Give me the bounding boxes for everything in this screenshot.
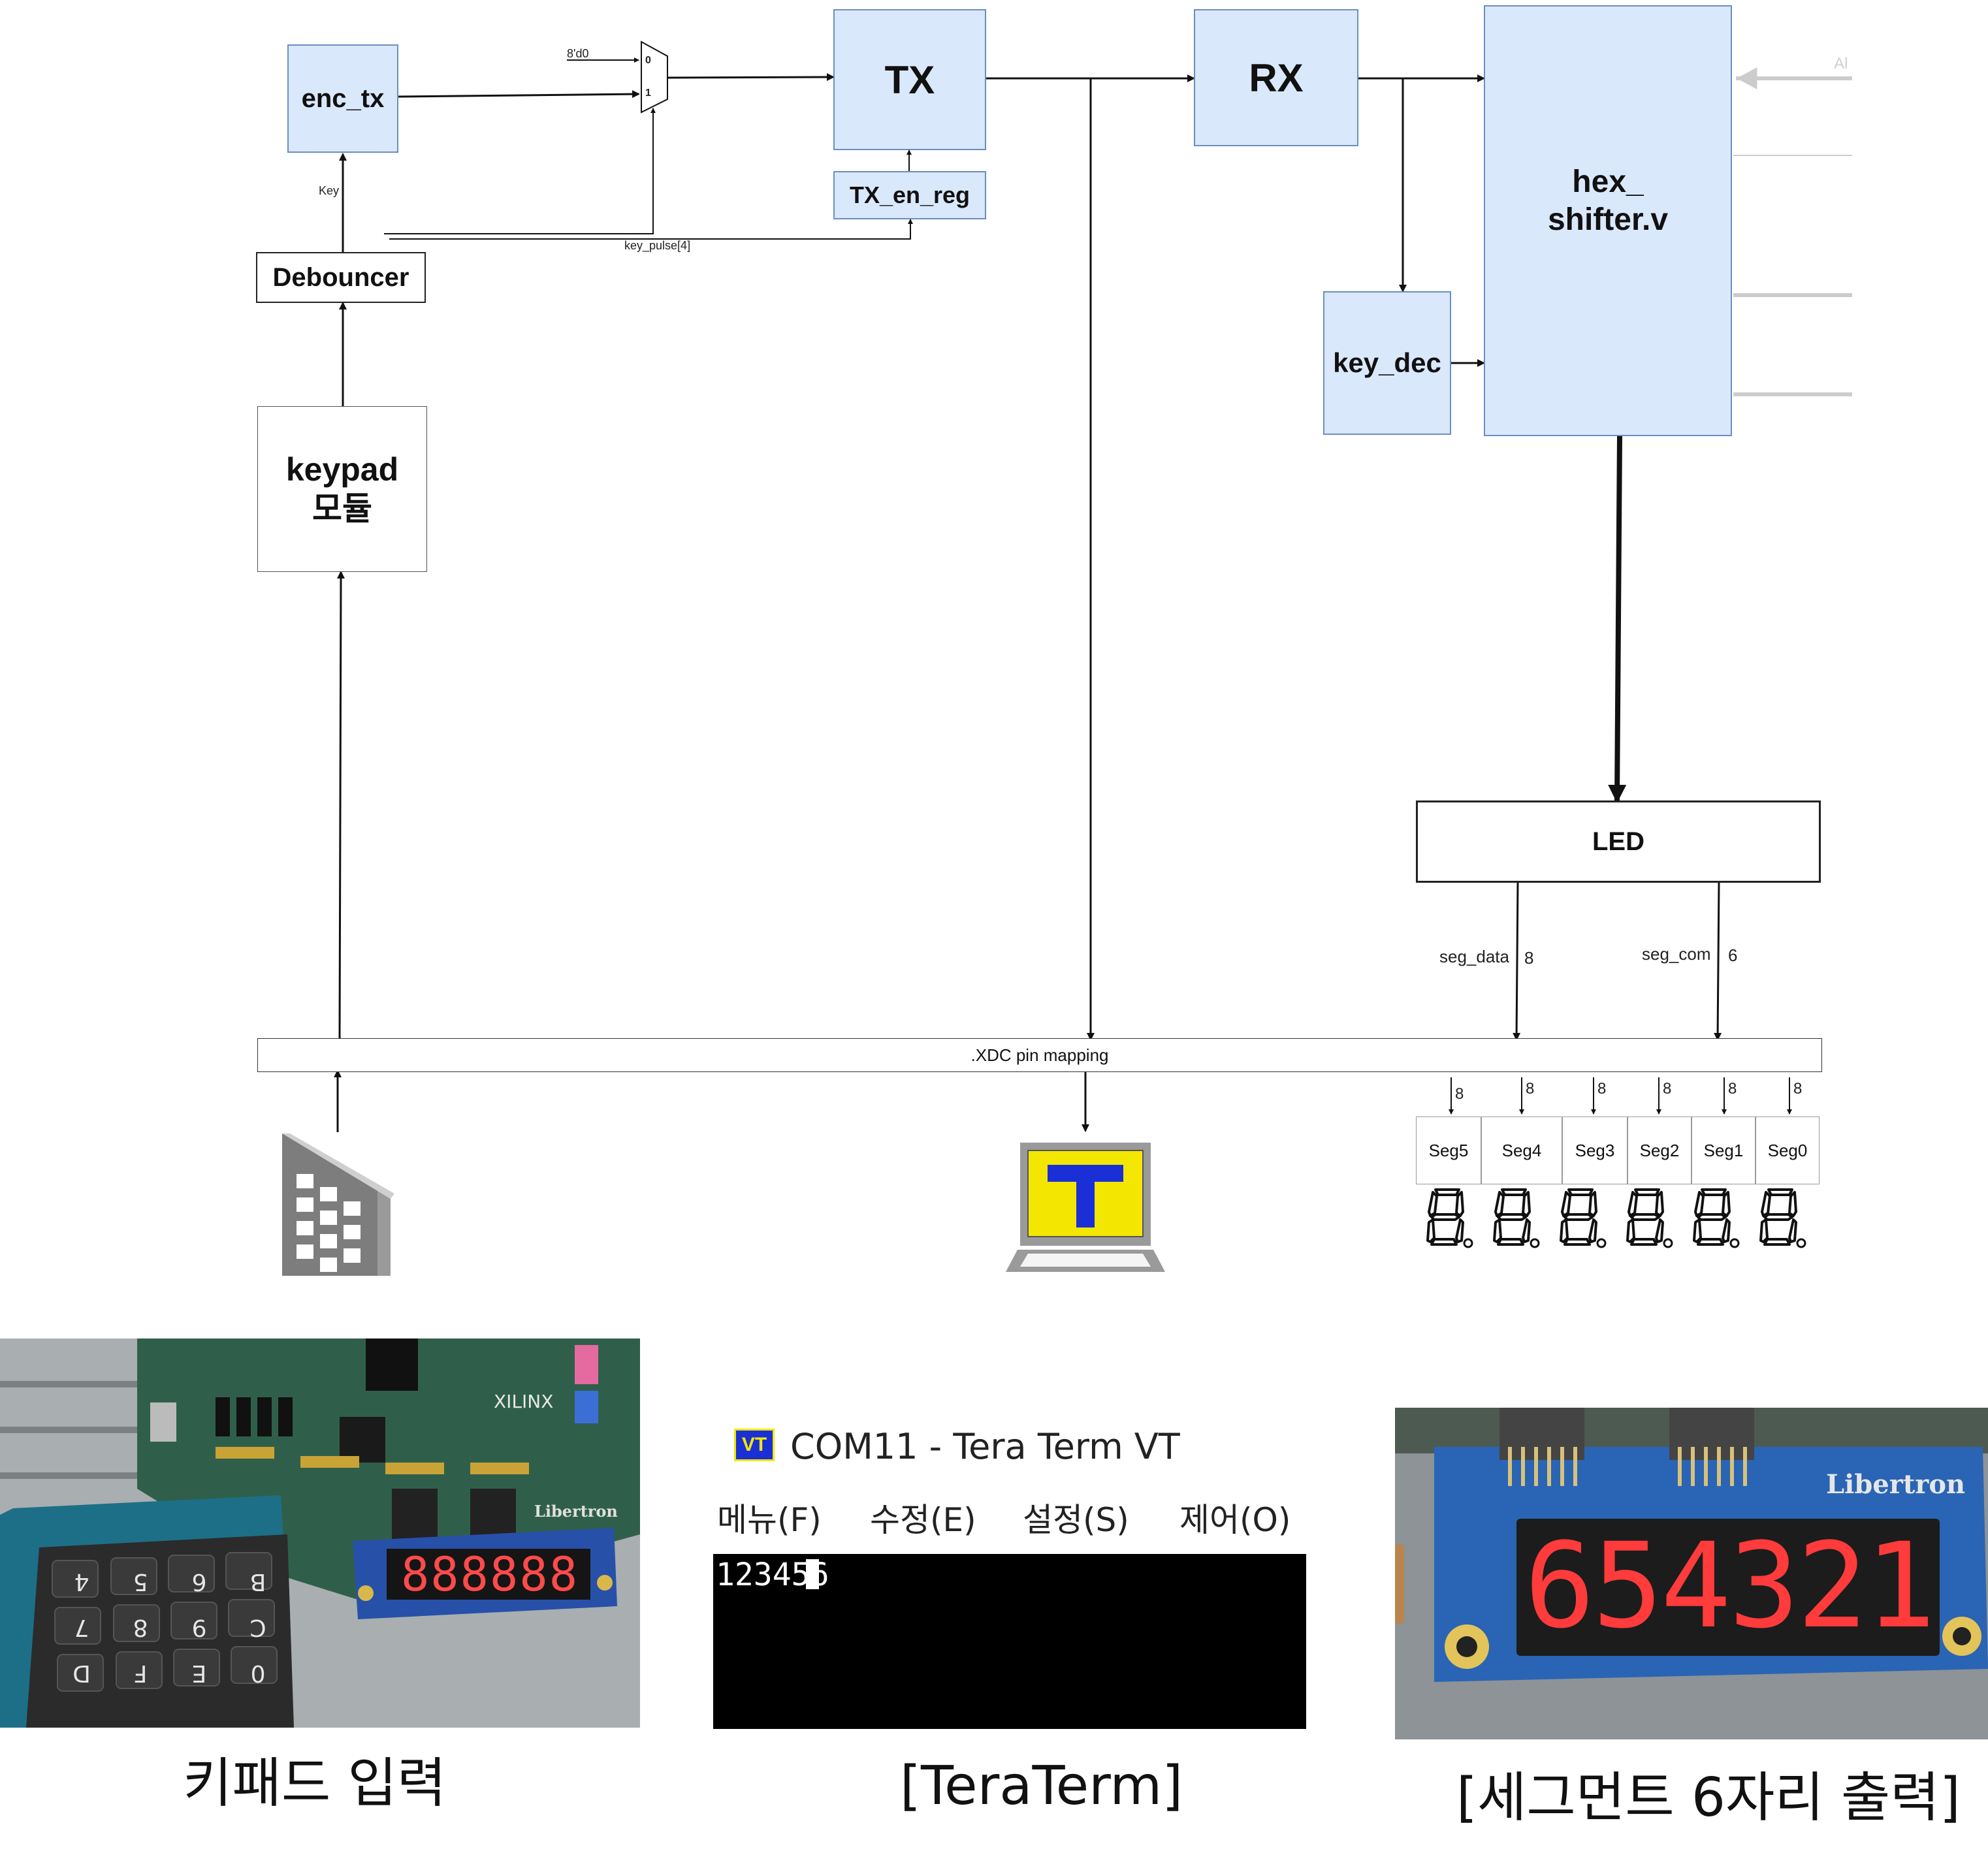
segment-photo-art xyxy=(1395,1408,1988,1739)
hex-shifter-label-line2: shifter.v xyxy=(1547,202,1669,237)
seg1-width: 8 xyxy=(1728,1080,1737,1098)
debouncer-label: Debouncer xyxy=(272,262,409,292)
keypad-module-block: keypad 모듈 xyxy=(257,406,427,572)
seg-data-arrow xyxy=(1513,882,1521,1041)
key-label: 4 xyxy=(74,1568,89,1596)
xdc-pin-mapping-bar: .XDC pin mapping xyxy=(257,1038,1822,1072)
teraterm-menu-setup[interactable]: 설정(S) xyxy=(1023,1501,1129,1539)
tx-block: TX xyxy=(833,9,986,150)
seg-com-width-label: 6 xyxy=(1728,945,1738,965)
key-label: B xyxy=(249,1568,266,1596)
key-dec-block: key_dec xyxy=(1323,291,1451,435)
rx-label: RX xyxy=(1249,55,1304,100)
key-label: 5 xyxy=(133,1568,148,1596)
tx-label: TX xyxy=(884,57,935,102)
board-photo-art xyxy=(0,1338,640,1728)
seven-segment-digits-icon xyxy=(1426,1188,1806,1248)
caption-keypad-input: 키패드 입력 xyxy=(183,1752,447,1814)
mux-input1-label: 1 xyxy=(645,87,651,99)
enc-to-mux-arrow xyxy=(398,90,640,99)
diagram-connections xyxy=(334,40,1852,1132)
debouncer-to-txen xyxy=(389,219,913,240)
seg1-box: Seg1 xyxy=(1691,1117,1756,1184)
teraterm-cursor xyxy=(806,1559,819,1589)
teraterm-menu-file[interactable]: 메뉴(F) xyxy=(717,1501,822,1539)
seg2-label: Seg2 xyxy=(1639,1140,1680,1160)
caption-teraterm: [TeraTerm] xyxy=(900,1755,1183,1817)
seg3-width: 8 xyxy=(1597,1080,1607,1098)
seg3-label: Seg3 xyxy=(1575,1140,1615,1160)
board-xilinx-text: XILINX xyxy=(494,1391,554,1412)
seg-com-arrow xyxy=(1714,882,1722,1041)
mux-shape xyxy=(641,40,668,114)
seg0-label: Seg0 xyxy=(1767,1140,1808,1160)
led-label: LED xyxy=(1592,827,1644,856)
rx-block: RX xyxy=(1194,9,1358,146)
hex-shifter-label-line1: hex_ xyxy=(1572,165,1644,199)
keypad-module-label-line1: keypad xyxy=(285,451,399,488)
seg4-box: Seg4 xyxy=(1481,1117,1562,1184)
key-label: 6 xyxy=(191,1568,207,1596)
seg-data-label: seg_data xyxy=(1439,947,1509,966)
seg0-box: Seg0 xyxy=(1756,1117,1820,1184)
teraterm-menu-edit[interactable]: 수정(E) xyxy=(870,1501,976,1539)
board-libertron-text: Libertron xyxy=(534,1502,618,1521)
teraterm-menu-control[interactable]: 제어(O) xyxy=(1179,1501,1291,1539)
key-dec-label: key_dec xyxy=(1333,347,1441,378)
teraterm-terminal[interactable]: 123456 xyxy=(713,1554,1306,1729)
xdc-label: .XDC pin mapping xyxy=(970,1045,1109,1065)
seg4-width: 8 xyxy=(1526,1080,1535,1098)
seg2-box: Seg2 xyxy=(1627,1117,1691,1184)
hex-to-led-arrow xyxy=(1608,436,1627,803)
seg0-width: 8 xyxy=(1793,1080,1803,1098)
enc-tx-label: enc_tx xyxy=(301,84,385,113)
seg5-box: Seg5 xyxy=(1416,1117,1481,1184)
seg1-label: Seg1 xyxy=(1703,1140,1744,1160)
seg-com-label: seg_com xyxy=(1642,944,1711,964)
closeup-libertron-text: Libertron xyxy=(1826,1469,1966,1500)
seg3-box: Seg3 xyxy=(1562,1117,1627,1184)
mux-to-tx-arrow xyxy=(667,73,835,82)
tx-en-reg-label: TX_en_reg xyxy=(849,182,970,208)
key-signal-label: Key xyxy=(319,184,340,197)
key-label: 8 xyxy=(133,1614,148,1641)
key-pulse-label: key_pulse[4] xyxy=(624,239,691,252)
teraterm-laptop-icon xyxy=(1006,1143,1165,1272)
faded-right-label: Al xyxy=(1834,55,1848,72)
seg5-width: 8 xyxy=(1455,1085,1464,1103)
tx-en-reg-block: TX_en_reg xyxy=(833,171,986,219)
key-label: 0 xyxy=(250,1660,266,1687)
keypad-icon xyxy=(282,1133,394,1276)
keypad-module-label-line2: 모듈 xyxy=(312,490,372,528)
seg-data-width-label: 8 xyxy=(1524,948,1534,968)
keypad-key-labels: 0 E F D C 9 8 7 B 6 5 4 xyxy=(52,1559,287,1696)
debouncer-block: Debouncer xyxy=(256,252,426,303)
led-block: LED xyxy=(1416,800,1821,883)
caption-segment-output: [세그먼트 6자리 출력] xyxy=(1456,1767,1961,1829)
board-seg-display: 888888 xyxy=(400,1547,579,1602)
xdc-to-keypad-arrow xyxy=(336,571,345,1039)
board-keypad-photo: XILINX Libertron 888888 0 E F D C 9 8 7 … xyxy=(0,1338,640,1728)
segment-closeup-photo: Libertron 654321 xyxy=(1395,1408,1988,1739)
seg4-label: Seg4 xyxy=(1501,1140,1542,1160)
key-label: D xyxy=(72,1660,91,1687)
key-label: C xyxy=(249,1614,266,1641)
mux-input0-label: 0 xyxy=(645,55,651,66)
debouncer-to-mux-sel xyxy=(384,108,656,234)
seg5-label: Seg5 xyxy=(1428,1140,1469,1160)
closeup-seg-display: 654321 xyxy=(1524,1518,1936,1655)
key-label: E xyxy=(191,1660,207,1687)
key-label: F xyxy=(133,1660,148,1687)
enc-tx-block: enc_tx xyxy=(287,44,398,153)
key-label: 7 xyxy=(74,1614,89,1641)
key-label: 9 xyxy=(191,1614,207,1641)
mux-const-label: 8'd0 xyxy=(567,47,589,60)
teraterm-window-title: COM11 - Tera Term VT xyxy=(790,1426,1180,1467)
teraterm-screenshot: VT COM11 - Tera Term VT 메뉴(F) 수정(E) 설정(S… xyxy=(713,1416,1306,1729)
teraterm-app-icon: VT xyxy=(734,1429,775,1461)
hex-shifter-block: hex_ shifter.v xyxy=(1484,5,1732,436)
seg2-width: 8 xyxy=(1663,1080,1672,1098)
